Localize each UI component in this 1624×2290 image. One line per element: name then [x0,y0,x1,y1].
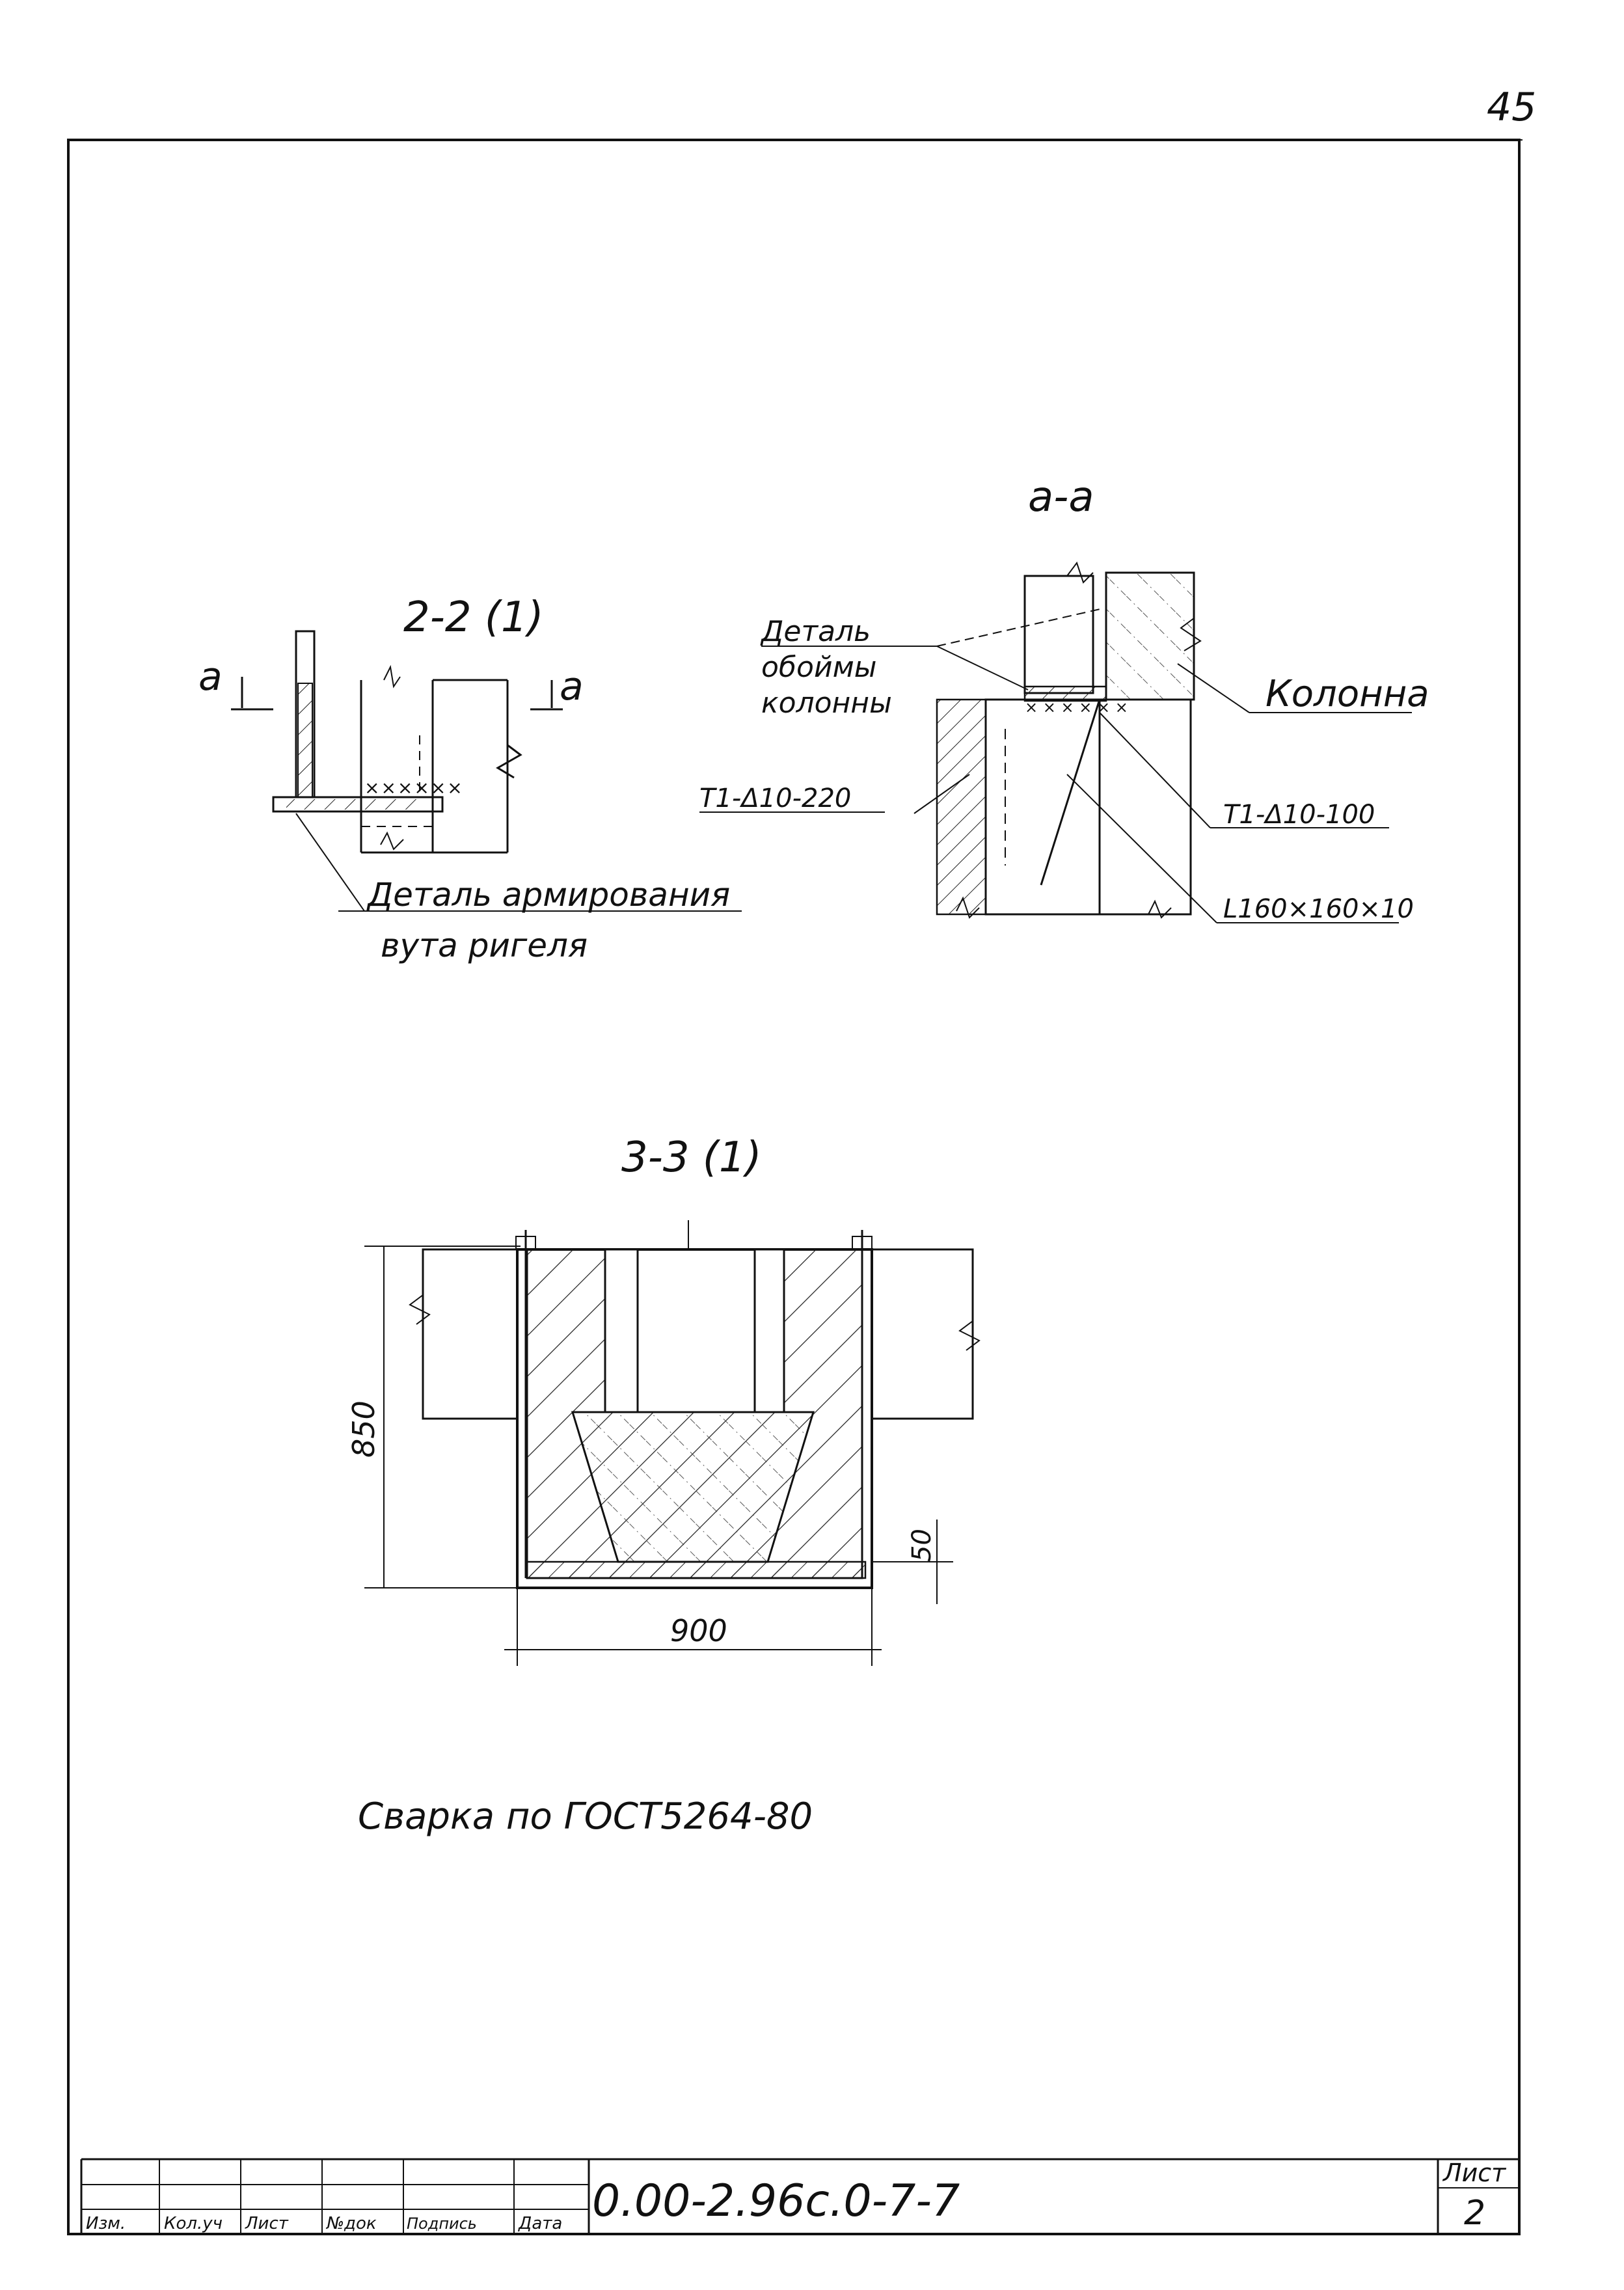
bolt-nut-left [515,1236,536,1250]
callout-column: Колонна [1265,673,1429,715]
weld-hatch-horizontal [286,799,416,810]
dim-height-label: 850 [346,1400,381,1458]
break-line-beam-right [496,744,522,779]
slab-break-right [958,1320,981,1351]
slab-break-left [409,1294,431,1325]
sheet-frame [67,139,1521,2235]
column-hatched [1105,571,1195,701]
document-code: 0.00-2.96с.0-7-7 [592,2175,960,2227]
callout-line-1: Деталь армирования [366,876,730,914]
sheet-label: Лист [1442,2159,1507,2187]
section-2-2: 2-2 (1) ×××××× a a Деталь армирования ву… [198,593,742,964]
weld-right-label: T1-Δ10-100 [1223,800,1375,830]
section-2-2-title: 2-2 (1) [403,593,544,642]
tb-col-podpis: Подпись [407,2215,477,2233]
dim-small-label: 50 [907,1529,937,1562]
callout-detail-line-3: колонны [761,687,892,720]
section-a-a-title: a-a [1028,473,1094,521]
detail-plate [1023,685,1107,702]
callout-line-2: вута ригеля [381,927,588,964]
lower-column-diag [1040,699,1101,886]
weld-right-leader [1099,712,1211,828]
callout-detail-line-2: обоймы [761,651,877,684]
angle-profile-label: L160×160×10 [1223,894,1414,924]
weld-left-label: T1-Δ10-220 [699,784,851,813]
weld-hatch-vertical [297,683,313,798]
bottom-angle [526,1561,867,1579]
tb-col-izm: Изм. [86,2214,126,2233]
slot-left [604,1248,639,1413]
callout-detail-line-1: Деталь [760,615,871,648]
callout-detail-leader-2 [936,608,1103,647]
title-block: Изм. Кол.уч Лист №док Подпись Дата 0.00-… [80,2158,1519,2234]
welding-note: Сварка по ГОСТ5264-80 [358,1795,813,1838]
slot-right [753,1248,785,1413]
page-number: 45 [1487,85,1536,130]
break-line-top [383,664,401,688]
cut-label-left: a [198,654,223,700]
upper-beam-break [1066,561,1094,584]
angle-profile-leader [1066,774,1217,923]
tb-col-kol: Кол.уч [164,2214,223,2233]
lower-break-right [1148,899,1172,919]
callout-detail-leader-1 [936,646,1029,690]
weld-cross-marks: ×××××× [364,777,464,798]
tb-col-data: Дата [518,2214,562,2233]
section-3-3: 3-3 (1) 850 900 50 [346,1134,981,1666]
upper-beam [1023,575,1094,694]
callout-leader [295,813,365,912]
callout-column-leader [1177,663,1250,713]
break-line-bottom [380,831,404,851]
column-break [1180,618,1202,651]
lower-column [984,698,1192,916]
weld-cross-marks-a: × × × × × × [1025,698,1128,716]
section-3-3-title: 3-3 (1) [621,1134,762,1182]
cut-label-right: a [560,664,584,709]
horizontal-plate [272,796,444,813]
dim-width-label: 900 [670,1613,727,1648]
weld-left-leader [914,774,970,814]
section-a-a: a-a × × × × × × Деталь обоймы колонны Ко… [699,473,1429,924]
tb-col-list: Лист [245,2214,289,2233]
sheet-number: 2 [1464,2194,1485,2233]
lower-break [956,896,980,919]
left-weld-plate [936,698,987,916]
bolt-nut-right [852,1236,873,1250]
tb-col-ndok: №док [325,2214,377,2233]
